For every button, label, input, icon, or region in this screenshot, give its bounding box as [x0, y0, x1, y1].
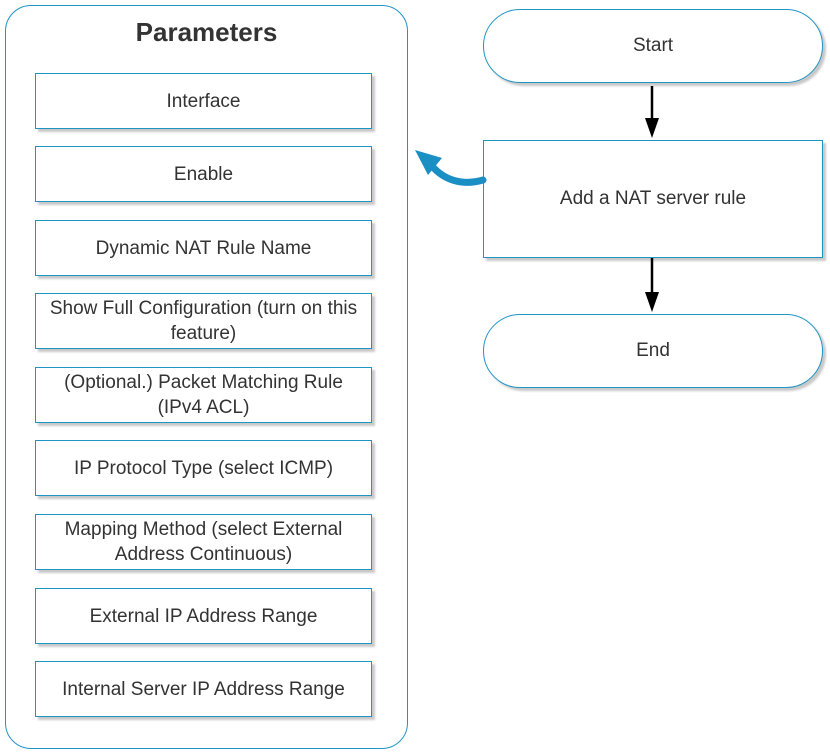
flow-end: End [483, 314, 823, 388]
param-interface: Interface [35, 73, 372, 129]
param-show-full-configuration: Show Full Configuration (turn on this fe… [35, 293, 372, 349]
flow-start: Start [483, 9, 823, 83]
param-external-ip-address-range: External IP Address Range [35, 588, 372, 644]
param-packet-matching-rule: (Optional.) Packet Matching Rule (IPv4 A… [35, 367, 372, 423]
param-internal-server-ip-address-range: Internal Server IP Address Range [35, 661, 372, 717]
param-ip-protocol-type: IP Protocol Type (select ICMP) [35, 440, 372, 496]
parameters-title: Parameters [135, 17, 278, 47]
arrow-process-to-end [645, 258, 659, 312]
param-enable: Enable [35, 146, 372, 202]
flow-process-add-nat-server-rule: Add a NAT server rule [483, 140, 823, 258]
curved-arrow-to-parameters [415, 150, 487, 186]
param-mapping-method: Mapping Method (select External Address … [35, 514, 372, 570]
param-dynamic-nat-rule-name: Dynamic NAT Rule Name [35, 220, 372, 276]
arrow-start-to-process [645, 86, 659, 138]
